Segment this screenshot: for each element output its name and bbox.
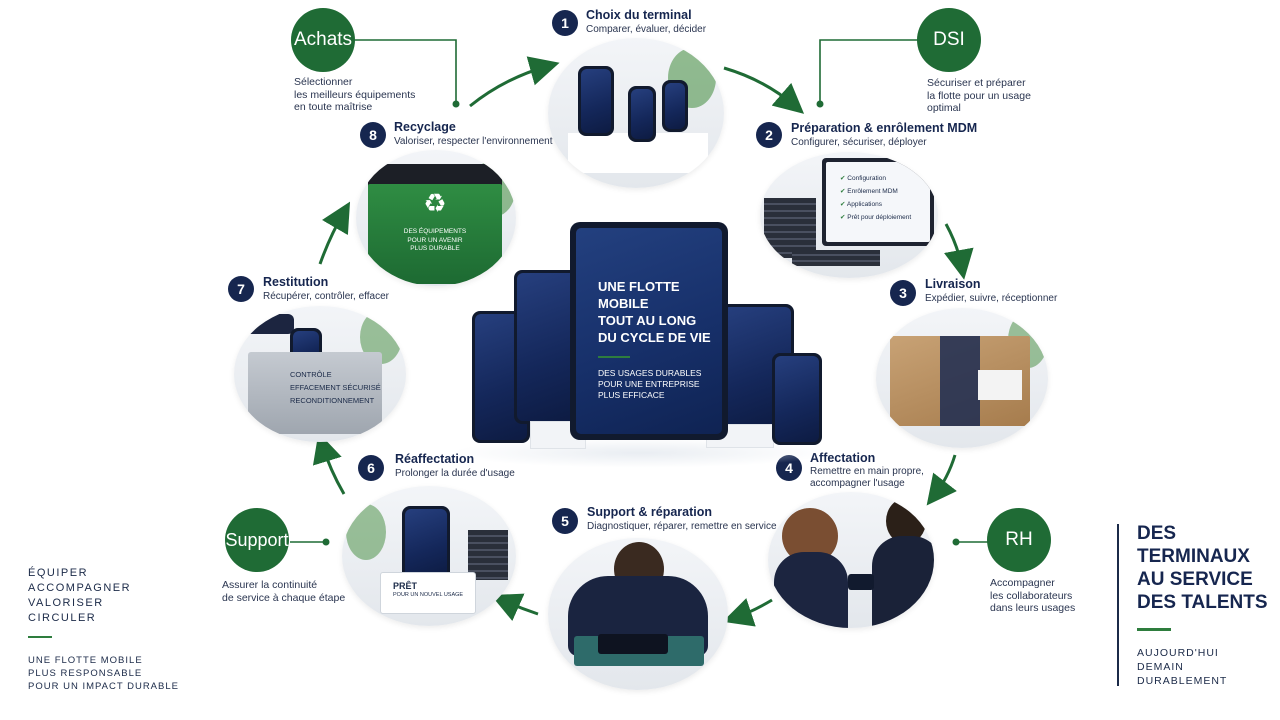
step-title: Livraison xyxy=(925,277,981,291)
arrow-icon xyxy=(469,56,560,108)
plant-decor xyxy=(346,504,386,560)
left-verbs: ÉQUIPER ACCOMPAGNER VALORISER CIRCULER xyxy=(28,567,132,624)
arrow-icon xyxy=(491,593,539,622)
stakeholder-dsi: DSI xyxy=(917,8,981,72)
divider xyxy=(1137,628,1171,631)
phone-icon xyxy=(578,66,614,136)
stakeholder-label: Achats xyxy=(293,29,353,50)
step-number: 5 xyxy=(552,508,578,534)
return-bin: CONTRÔLE EFFACEMENT SÉCURISÉ RECONDITION… xyxy=(248,352,382,434)
stakeholder-achats: Achats xyxy=(291,8,355,72)
step-title: Support & réparation xyxy=(587,505,713,519)
phone-icon xyxy=(514,270,580,424)
step-title: Choix du terminal xyxy=(586,8,692,22)
arrow-icon xyxy=(312,432,346,495)
step-number: 6 xyxy=(358,455,384,481)
step-number: 2 xyxy=(756,122,782,148)
check-icon: ✔ xyxy=(840,214,846,221)
step-subtitle: Configurer, sécuriser, déployer xyxy=(791,137,927,148)
step-title: Restitution xyxy=(263,275,329,289)
step-title: Recyclage xyxy=(394,120,456,134)
arrow-icon xyxy=(318,201,351,265)
step-6-image: PRÊT POUR UN NOUVEL USAGE xyxy=(342,486,516,626)
stakeholder-rh: RH xyxy=(987,508,1051,572)
arrow-icon xyxy=(722,598,773,627)
arrow-icon xyxy=(944,223,974,280)
device-stack xyxy=(764,198,816,258)
center-title: UNE FLOTTE MOBILE TOUT AU LONG DU CYCLE … xyxy=(598,279,711,345)
check-icon: ✔ xyxy=(840,201,846,208)
stakeholder-label: Support xyxy=(225,529,289,550)
divider xyxy=(28,636,52,638)
phone-icon xyxy=(662,80,688,132)
vertical-divider xyxy=(1117,524,1119,686)
step-number: 3 xyxy=(890,280,916,306)
step-subtitle: Comparer, évaluer, décider xyxy=(586,24,707,35)
laptop-screen: ✔ Configuration ✔ Enrôlement MDM ✔ Appli… xyxy=(822,158,934,246)
step-7-image: CONTRÔLE EFFACEMENT SÉCURISÉ RECONDITION… xyxy=(234,306,406,442)
step-2-image: ✔ Configuration ✔ Enrôlement MDM ✔ Appli… xyxy=(760,152,938,278)
left-tagline: UNE FLOTTE MOBILE PLUS RESPONSABLE POUR … xyxy=(28,655,179,692)
step-1-image xyxy=(548,38,724,188)
recycle-icon: ♻ xyxy=(423,188,447,218)
stakeholder-label: DSI xyxy=(933,29,965,50)
right-words: AUJOURD'HUI DEMAIN DURABLEMENT xyxy=(1137,647,1228,687)
ready-box: PRÊT POUR UN NOUVEL USAGE xyxy=(380,572,476,614)
stakeholder-label: RH xyxy=(1005,529,1033,550)
center-subtitle: DES USAGES DURABLES POUR UNE ENTREPRISE … xyxy=(598,368,702,400)
step-subtitle: Diagnostiquer, réparer, remettre en serv… xyxy=(587,521,777,532)
step-number: 1 xyxy=(552,10,578,36)
step-5-image xyxy=(548,538,728,690)
phone-icon xyxy=(628,86,656,142)
package-icon xyxy=(890,336,1030,426)
step-number: 8 xyxy=(360,122,386,148)
check-icon: ✔ xyxy=(840,175,846,182)
step-subtitle: Prolonger la durée d'usage xyxy=(395,468,515,479)
step-title: Préparation & enrôlement MDM xyxy=(791,121,978,135)
step-subtitle: Récupérer, contrôler, effacer xyxy=(263,291,389,302)
step-subtitle: Remettre en main propre,accompagner l'us… xyxy=(810,466,924,489)
step-3-image xyxy=(876,308,1048,448)
step-4-image xyxy=(768,492,934,628)
step-subtitle: Valoriser, respecter l'environnement xyxy=(394,136,553,147)
recycling-bin: ♻ DES ÉQUIPEMENTS POUR UN AVENIR PLUS DU… xyxy=(368,184,502,284)
arrow-icon xyxy=(723,66,805,114)
stakeholder-support: Support xyxy=(225,508,289,572)
center-tablet: UNE FLOTTE MOBILE TOUT AU LONG DU CYCLE … xyxy=(570,222,728,440)
arrow-icon xyxy=(926,454,957,506)
phone-icon xyxy=(402,506,450,580)
step-number: 7 xyxy=(228,276,254,302)
step-8-image: ♻ DES ÉQUIPEMENTS POUR UN AVENIR PLUS DU… xyxy=(356,150,516,286)
check-icon: ✔ xyxy=(840,188,846,195)
right-headline: DES TERMINAUX AU SERVICE DES TALENTS xyxy=(1137,523,1268,613)
phone-icon xyxy=(772,353,822,445)
step-subtitle: Expédier, suivre, réceptionner xyxy=(925,293,1058,304)
